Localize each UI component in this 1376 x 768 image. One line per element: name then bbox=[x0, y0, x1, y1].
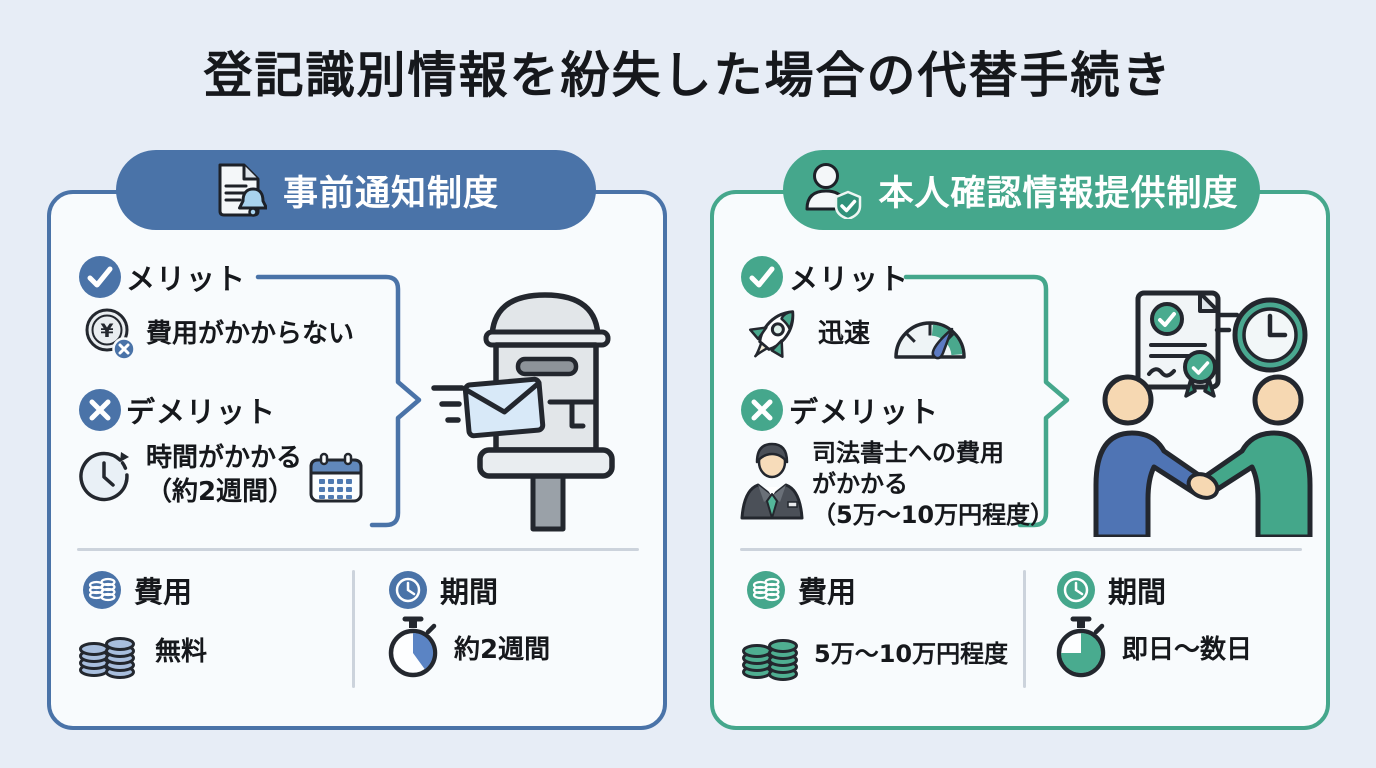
cost-label: 費用 bbox=[798, 575, 857, 609]
clock-badge-icon bbox=[388, 570, 428, 610]
cost-label: 費用 bbox=[134, 575, 193, 609]
speedometer-icon bbox=[890, 305, 970, 363]
period-value: 約2週間 bbox=[454, 634, 551, 665]
period-label: 期間 bbox=[440, 575, 499, 609]
identity-verification-card: メリット 迅速 bbox=[710, 190, 1330, 730]
prior-notice-title: 事前通知制度 bbox=[282, 173, 499, 214]
demerit-item-text: 司法書士への費用 がかかる （5万～10万円程度） bbox=[812, 439, 1055, 529]
prior-notice-header: 事前通知制度 bbox=[116, 150, 596, 230]
prior-notice-card: メリット ¥ 費用がかからない bbox=[47, 190, 667, 730]
clock-badge-icon bbox=[1056, 570, 1096, 610]
coin-stack-icon bbox=[740, 621, 802, 681]
stats-column-divider bbox=[352, 570, 355, 688]
rocket-icon bbox=[744, 303, 804, 365]
coin-stack-icon bbox=[77, 619, 139, 679]
period-value: 即日～数日 bbox=[1122, 634, 1253, 665]
judicial-scrivener-icon bbox=[738, 436, 806, 520]
demerit-x-icon bbox=[78, 388, 122, 432]
page-title: 登記識別情報を紛失した場合の代替手続き bbox=[203, 47, 1173, 104]
merit-item-text: 迅速 bbox=[818, 319, 871, 349]
stopwatch-icon bbox=[386, 615, 440, 679]
coins-badge-icon bbox=[746, 570, 786, 610]
calendar-icon bbox=[308, 452, 364, 504]
merit-item-text: 費用がかからない bbox=[146, 319, 355, 349]
elapsed-time-clock-icon bbox=[76, 445, 136, 505]
postbox-with-mail-illustration bbox=[430, 287, 660, 537]
merit-check-icon bbox=[78, 255, 122, 299]
cost-value: 無料 bbox=[155, 636, 208, 667]
identity-verification-header: 本人確認情報提供制度 bbox=[783, 150, 1260, 230]
demerit-x-icon bbox=[740, 388, 784, 432]
yen-coin-crossed-icon: ¥ bbox=[82, 307, 136, 361]
merit-check-icon bbox=[740, 255, 784, 299]
demerit-label: デメリット bbox=[126, 395, 277, 429]
svg-text:¥: ¥ bbox=[100, 320, 113, 342]
merit-demerit-brace bbox=[240, 260, 450, 540]
demerit-label: デメリット bbox=[789, 395, 940, 429]
person-shield-icon bbox=[804, 161, 862, 219]
merit-label: メリット bbox=[126, 262, 247, 296]
stats-column-divider bbox=[1023, 570, 1026, 688]
merit-demerit-brace bbox=[888, 260, 1098, 540]
cost-value: 5万～10万円程度 bbox=[814, 639, 1009, 668]
demerit-item-text: 時間がかかる （約2週間） bbox=[146, 443, 303, 507]
handshake-certificate-clock-illustration bbox=[1088, 287, 1318, 537]
stats-divider bbox=[740, 548, 1302, 551]
merit-label: メリット bbox=[789, 262, 910, 296]
stats-divider bbox=[77, 548, 639, 551]
identity-verification-title: 本人確認情報提供制度 bbox=[878, 173, 1239, 214]
period-label: 期間 bbox=[1108, 575, 1167, 609]
coins-badge-icon bbox=[82, 570, 122, 610]
stopwatch-icon bbox=[1054, 615, 1108, 679]
document-bell-icon bbox=[213, 162, 267, 218]
